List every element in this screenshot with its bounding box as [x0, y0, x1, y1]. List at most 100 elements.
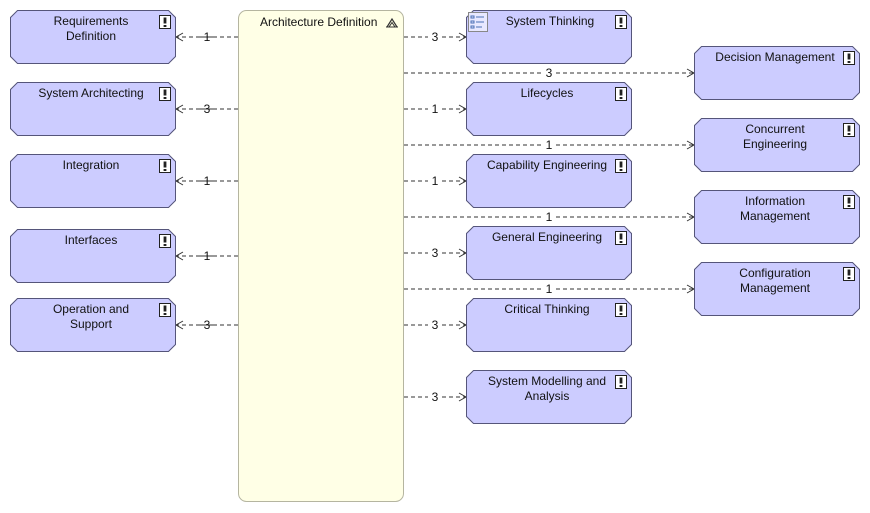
dependency-connector[interactable]: 1: [404, 174, 468, 188]
requirement-exclamation-icon: [159, 234, 171, 248]
dependency-connector[interactable]: 1: [174, 30, 238, 44]
requirement-exclamation-icon: [159, 159, 171, 173]
dependency-connector[interactable]: 3: [404, 390, 468, 404]
requirement-exclamation-icon: [159, 303, 171, 317]
node-lifecycles[interactable]: Lifecycles: [466, 82, 632, 136]
architecture-definition-block[interactable]: Architecture Definition: [238, 10, 404, 502]
node-system-thinking[interactable]: System Thinking: [466, 10, 632, 64]
node-shape: [10, 10, 176, 64]
node-capability-engineering[interactable]: Capability Engineering: [466, 154, 632, 208]
multiplicity-label: 1: [432, 174, 439, 188]
requirement-exclamation-icon: [843, 123, 855, 137]
node-shape: [466, 298, 632, 352]
requirement-exclamation-icon: [615, 15, 627, 29]
requirement-exclamation-icon: [615, 303, 627, 317]
node-label: General Engineering: [484, 230, 610, 245]
node-label: System Thinking: [490, 14, 610, 29]
node-interfaces[interactable]: Interfaces: [10, 229, 176, 283]
node-critical-thinking[interactable]: Critical Thinking: [466, 298, 632, 352]
multiplicity-label: 1: [546, 138, 553, 152]
node-label-line: Management: [739, 281, 811, 295]
node-shape: [10, 298, 176, 352]
node-label-line: Configuration: [739, 266, 811, 280]
block-title: Architecture Definition: [260, 15, 378, 29]
dependency-connector[interactable]: 3: [404, 318, 468, 332]
dependency-connector[interactable]: 1: [404, 102, 468, 116]
multiplicity-label: 1: [204, 30, 211, 44]
node-shape: [10, 154, 176, 208]
multiplicity-label: 3: [546, 66, 553, 80]
node-label: Decision Management: [712, 50, 838, 65]
multiplicity-label: 1: [204, 249, 211, 263]
multiplicity-label: 1: [546, 210, 553, 224]
node-shape: [466, 370, 632, 424]
node-label-line: System Thinking: [505, 14, 595, 28]
node-label-line: Interfaces: [64, 233, 118, 247]
collapse-chevron-icon[interactable]: [385, 15, 399, 29]
requirement-exclamation-icon: [159, 15, 171, 29]
dependency-connector[interactable]: 3: [404, 246, 468, 260]
requirement-exclamation-icon: [843, 51, 855, 65]
requirement-exclamation-icon: [159, 87, 171, 101]
node-label: System Architecting: [28, 86, 154, 101]
multiplicity-label: 3: [432, 246, 439, 260]
requirement-exclamation-icon: [615, 375, 627, 389]
node-label-line: Critical Thinking: [504, 302, 590, 316]
node-shape: [466, 82, 632, 136]
node-general-engineering[interactable]: General Engineering: [466, 226, 632, 280]
dependency-connector[interactable]: 3: [174, 318, 238, 332]
requirement-exclamation-icon: [615, 87, 627, 101]
node-label-line: Support: [69, 317, 113, 331]
dependency-connector[interactable]: 3: [404, 66, 696, 80]
node-label-line: Engineering: [742, 137, 808, 151]
node-label-line: System Architecting: [38, 86, 144, 100]
node-shape: [694, 46, 860, 100]
node-decision-management[interactable]: Decision Management: [694, 46, 860, 100]
node-shape: [694, 190, 860, 244]
node-label-line: System Modelling and: [487, 374, 607, 388]
multiplicity-label: 1: [204, 174, 211, 188]
dependency-connector[interactable]: 1: [174, 174, 238, 188]
multiplicity-label: 3: [204, 102, 211, 116]
node-integration[interactable]: Integration: [10, 154, 176, 208]
dependency-connector[interactable]: 1: [404, 210, 696, 224]
node-label: Lifecycles: [484, 86, 610, 101]
module-icon: [468, 12, 488, 32]
node-label-line: General Engineering: [491, 230, 603, 244]
dependency-connector[interactable]: 3: [174, 102, 238, 116]
dependency-connector[interactable]: 1: [174, 249, 238, 263]
node-label-line: Lifecycles: [520, 86, 574, 100]
node-label-line: Operation and: [52, 302, 130, 316]
node-system-architecting[interactable]: System Architecting: [10, 82, 176, 136]
node-label: Interfaces: [28, 233, 154, 248]
node-shape: [466, 10, 632, 64]
node-shape: [694, 118, 860, 172]
dependency-connector[interactable]: 1: [404, 282, 696, 296]
node-label-line: Analysis: [524, 389, 570, 403]
node-label: Capability Engineering: [484, 158, 610, 173]
node-label-line: Decision Management: [715, 50, 835, 64]
multiplicity-label: 1: [432, 102, 439, 116]
node-shape: [10, 82, 176, 136]
node-label-line: Integration: [62, 158, 120, 172]
node-label: Critical Thinking: [484, 302, 610, 317]
node-label-line: Management: [739, 209, 811, 223]
node-shape: [10, 229, 176, 283]
multiplicity-label: 3: [432, 318, 439, 332]
multiplicity-label: 1: [546, 282, 553, 296]
dependency-connector[interactable]: 1: [404, 138, 696, 152]
multiplicity-label: 3: [432, 390, 439, 404]
dependency-connector[interactable]: 3: [404, 30, 468, 44]
